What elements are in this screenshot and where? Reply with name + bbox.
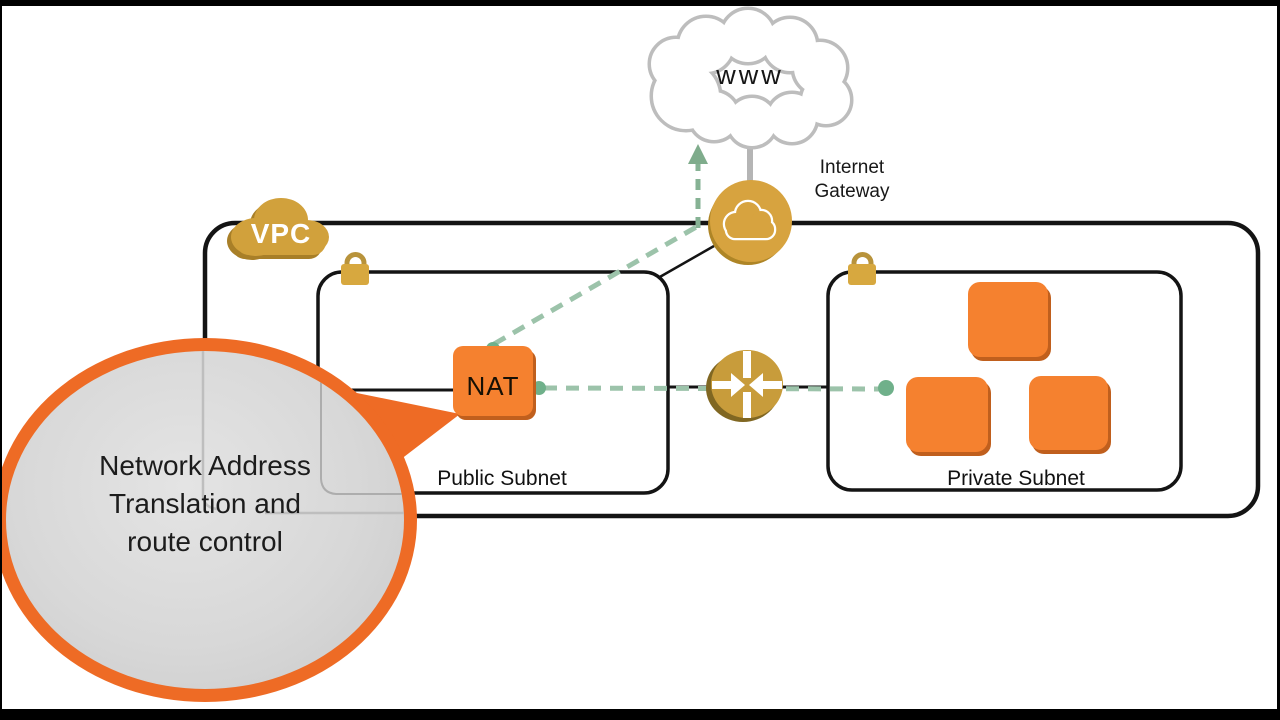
letterbox-bar-top	[0, 0, 1280, 6]
callout-text: Network Address Translation and route co…	[6, 447, 404, 561]
router-icon	[706, 350, 783, 422]
internet-gateway-label: Internet Gateway	[776, 156, 928, 204]
private-subnet-boundary	[826, 270, 1183, 492]
instance-square	[906, 377, 991, 456]
nat-label: NAT	[466, 371, 520, 401]
internet-gateway-label-line1: Internet	[819, 157, 885, 178]
internet-gateway-icon	[708, 180, 792, 265]
vpc-label: VPC	[250, 218, 312, 249]
nat-to-private-dashed-line	[543, 385, 883, 392]
gateway-to-subnet-line	[657, 244, 715, 280]
private-subnet-label: Private Subnet	[947, 467, 1085, 490]
magnifier-callout: Network Address Translation and route co…	[0, 338, 417, 702]
instance-square	[968, 282, 1051, 361]
private-instances	[906, 282, 1111, 456]
nat-to-gateway-dashed-line	[492, 223, 700, 347]
callout-text-line2: Translation and	[109, 488, 301, 519]
vpc-cloud-icon	[227, 198, 329, 260]
www-cloud-icon	[647, 6, 854, 150]
private-subnet-lock-icon	[848, 252, 876, 285]
public-subnet-lock-icon	[341, 252, 369, 285]
magnified-border-lines	[201, 351, 404, 515]
nat-instance	[453, 346, 536, 420]
letterbox-bar-left	[0, 0, 2, 720]
letterbox-bar-bottom	[0, 709, 1280, 720]
connection-dot-private	[878, 380, 894, 396]
public-subnet-label: Public Subnet	[437, 467, 567, 490]
callout-text-line3: route control	[127, 526, 283, 557]
letterbox-bar-right	[1277, 0, 1280, 720]
arrow-up-icon	[688, 144, 708, 164]
internet-gateway-label-line2: Gateway	[814, 181, 890, 202]
instance-square	[1029, 376, 1111, 454]
www-label: www	[716, 60, 784, 90]
callout-text-line1: Network Address	[99, 450, 311, 481]
